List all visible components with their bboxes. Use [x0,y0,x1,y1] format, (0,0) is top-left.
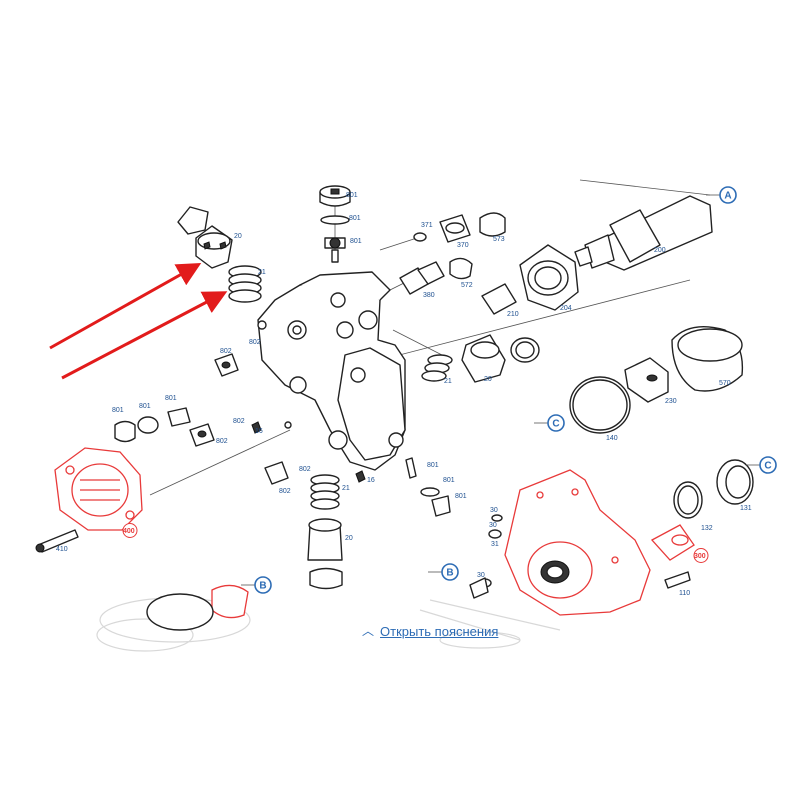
callout-circle [547,414,565,432]
part-number-label[interactable]: 801 [455,493,467,500]
part-number-label[interactable]: 16 [367,477,375,484]
highlighted-part-number-label[interactable]: 400 [123,528,135,535]
rings-and-cup [569,326,744,434]
part-number-label[interactable]: 230 [665,398,677,405]
sleeve-and-nut [481,244,579,315]
part-number-label[interactable]: 30 [489,522,497,529]
part-number-label[interactable]: 21 [444,378,452,385]
plunger-top [177,206,262,303]
part-number-label[interactable]: 132 [701,525,713,532]
callouts: A C C B B [241,186,777,594]
part-number-label[interactable]: 801 [112,407,124,414]
plunger-bottom [307,457,451,590]
part-number-label[interactable]: 802 [279,488,291,495]
open-explanations-label: Открыть пояснения [380,623,499,639]
callout-c[interactable]: C [534,414,565,432]
part-number-label[interactable]: 30 [477,572,485,579]
part-number-label[interactable]: 204 [560,305,572,312]
part-number-label[interactable]: 410 [56,546,68,553]
callout-b[interactable]: B [241,576,272,594]
callout-b[interactable]: B [428,563,459,581]
part-number-label[interactable]: 802 [299,466,311,473]
callout-letter: C [552,419,559,430]
part-number-label[interactable]: 801 [350,238,362,245]
bottom-ring-highlighted [146,584,249,631]
highlighted-label-ring [693,548,709,563]
pressure-valve [574,195,713,271]
highlighted-label-ring [122,523,138,538]
part-number-label[interactable]: 20 [484,376,492,383]
callout-circle [719,186,737,204]
plunger-right [421,334,540,383]
chevron-up-icon: ︿ [362,623,375,638]
part-number-label[interactable]: 802 [233,418,245,425]
part-number-label[interactable]: 802 [216,438,228,445]
part-number-label[interactable]: 801 [427,462,439,469]
callout-letter: C [764,461,771,472]
small-seals-group [469,514,503,599]
part-number-label[interactable]: 572 [461,282,473,289]
part-number-label[interactable]: 801 [165,395,177,402]
part-number-label[interactable]: 110 [679,590,690,597]
part-number-label[interactable]: 802 [220,348,232,355]
pump-cover-highlighted [35,447,143,553]
part-number-label[interactable]: 210 [507,311,519,318]
bearing-housing-highlighted [504,469,695,616]
highlighted-part-number-label[interactable]: 300 [694,553,706,560]
callout-a[interactable]: A [706,186,737,204]
part-number-label[interactable]: 20 [345,535,353,542]
part-number-label[interactable]: 20 [234,233,242,240]
part-number-label[interactable]: 140 [606,435,618,442]
part-number-label[interactable]: 380 [423,292,435,299]
callout-c[interactable]: C [746,456,777,474]
part-number-label[interactable]: 21 [258,269,266,276]
callout-letter: B [259,581,266,592]
part-number-label[interactable]: 801 [346,192,358,199]
part-number-label[interactable]: 131 [740,505,752,512]
part-number-label[interactable]: 21 [342,485,350,492]
red-arrows [49,263,228,380]
left-screw-group [114,353,366,485]
part-number-label[interactable]: 370 [457,242,469,249]
part-number-label[interactable]: 371 [421,222,433,229]
part-number-labels: 20 21 801 801 801 371 370 573 380 572 210 204 200 802… [56,192,752,597]
part-number-label[interactable]: 802 [249,339,261,346]
callout-circle [254,576,272,594]
part-number-label[interactable]: 200 [654,247,666,254]
part-number-label[interactable]: 573 [493,236,505,243]
open-explanations-link[interactable]: ︿ Открыть пояснения [362,622,498,640]
fitting-group-370 [413,212,506,243]
fitting-group-380 [399,257,473,295]
callout-circle [759,456,777,474]
top-valve-stack [319,185,351,263]
part-number-label[interactable]: 31 [491,541,499,548]
part-number-label[interactable]: 801 [139,403,151,410]
part-number-label[interactable]: 16 [255,428,263,435]
callout-letter: A [724,191,731,202]
pump-housing [257,271,406,471]
callout-letter: B [446,568,453,579]
seal-and-circlip [664,459,754,589]
part-number-label[interactable]: 570 [719,380,731,387]
part-number-label[interactable]: 801 [443,477,455,484]
part-number-label[interactable]: 801 [349,215,361,222]
part-number-label[interactable]: 30 [490,507,498,514]
callout-circle [441,563,459,581]
